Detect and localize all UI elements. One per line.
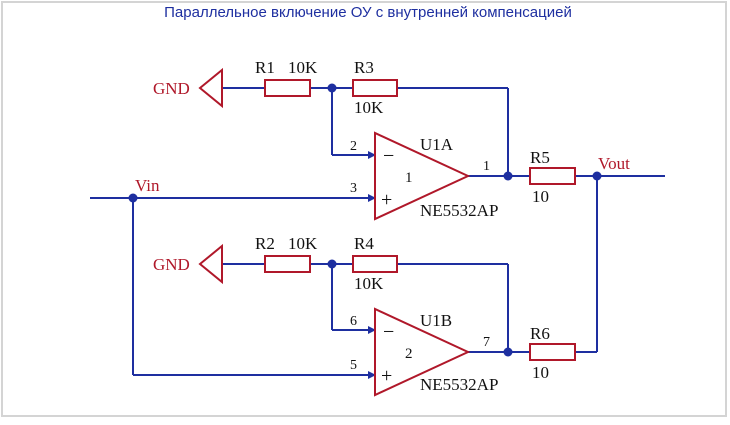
junction-u1b-out [503,347,513,357]
r1-ref: R1 [255,58,275,77]
resistor-r6: R6 10 [529,324,576,382]
u1b-part: NE5532AP [420,375,498,394]
u1b-pin-inverting: 6 [350,314,357,329]
junction-r1-r3 [327,83,337,93]
gnd-label-bottom: GND [153,255,190,274]
opamp-u1a: − + 1 U1A NE5532AP 2 3 1 [350,131,498,221]
r4-ref: R4 [354,234,374,253]
u1b-pin-output: 7 [483,335,490,350]
u1a-pin-output: 1 [483,159,490,174]
r4-value: 10K [354,274,384,293]
u1a-unit-number: 1 [405,170,413,186]
u1b-noninverting-sign: + [381,365,392,387]
r3-ref: R3 [354,58,374,77]
ground-symbol-top: GND [153,67,223,109]
u1a-inverting-sign: − [383,145,394,167]
u1b-pin-noninverting: 5 [350,358,357,373]
diagram-title: Параллельное включение ОУ с внутренней к… [164,4,572,21]
r5-value: 10 [532,187,549,206]
ground-symbol-bottom: GND [153,243,223,285]
opamp-u1b: − + 2 U1B NE5532AP 6 5 7 [350,307,498,397]
junction-dots [128,83,602,357]
junction-vin [128,193,138,203]
u1a-part: NE5532AP [420,201,498,220]
u1b-unit-number: 2 [405,346,413,362]
r3-value: 10K [354,98,384,117]
u1b-inverting-sign: − [383,321,394,343]
r6-ref: R6 [530,324,550,343]
pin-arrows [360,151,376,379]
resistor-r5: R5 10 [529,148,576,206]
u1a-ref: U1A [420,135,454,154]
vout-label: Vout [598,154,630,173]
resistor-r4: R4 10K [352,234,398,293]
junction-u1a-out [503,171,513,181]
resistor-r1: R1 10K [255,58,318,97]
junction-vout [592,171,602,181]
page-border [1,1,727,417]
r5-ref: R5 [530,148,550,167]
r2-value: 10K [288,234,318,253]
resistor-r3: R3 10K [352,58,398,117]
u1a-pin-noninverting: 3 [350,181,357,196]
u1b-ref: U1B [420,311,452,330]
r6-value: 10 [532,363,549,382]
u1a-pin-inverting: 2 [350,139,357,154]
junction-r2-r4 [327,259,337,269]
resistor-r2: R2 10K [255,234,318,273]
r2-ref: R2 [255,234,275,253]
wires [90,87,665,376]
r1-value: 10K [288,58,318,77]
gnd-label-top: GND [153,79,190,98]
u1a-noninverting-sign: + [381,189,392,211]
vin-label: Vin [135,176,160,195]
